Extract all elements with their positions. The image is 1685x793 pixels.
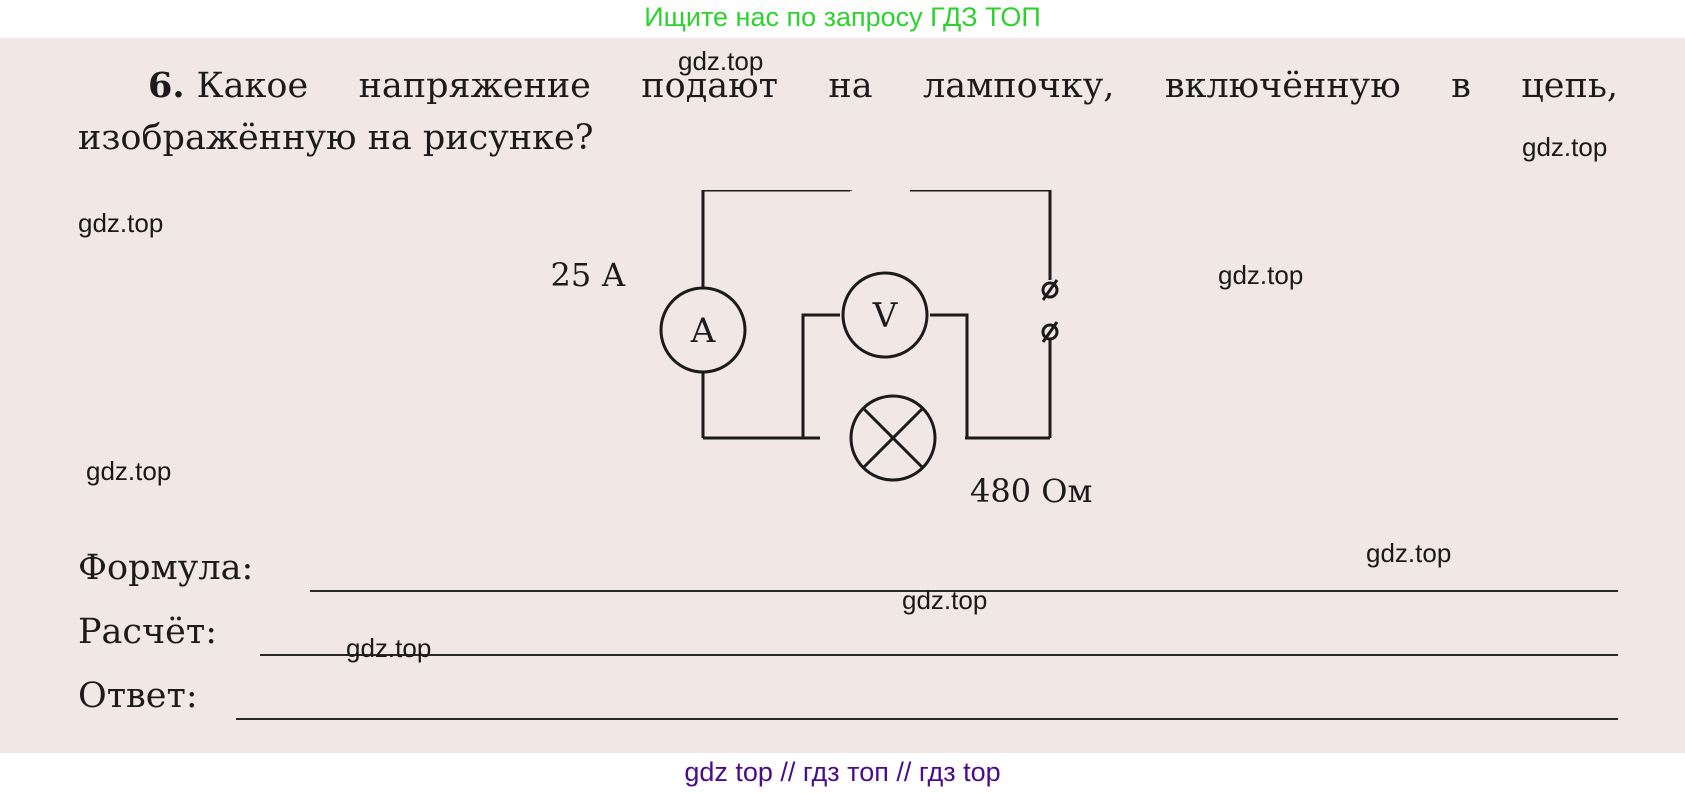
answer-input-line[interactable]	[236, 718, 1618, 720]
resistance-label: 480 Ом	[970, 472, 1092, 510]
formula-row: Формула:	[78, 548, 1618, 598]
watermark: gdz.top	[902, 585, 988, 615]
current-label: 0,25 А	[550, 256, 626, 294]
top-banner: Ищите нас по запросу ГДЗ ТОП	[0, 0, 1685, 38]
ammeter	[659, 286, 747, 374]
watermark: gdz.top	[86, 456, 172, 486]
top-banner-text: Ищите нас по запросу ГДЗ ТОП	[644, 2, 1041, 32]
calculation-row: Расчёт:	[78, 612, 1618, 662]
watermark: gdz.top	[1366, 538, 1452, 568]
voltmeter-symbol: V	[872, 296, 899, 336]
answer-label: Ответ:	[78, 676, 198, 716]
watermark: gdz.top	[1218, 260, 1304, 290]
formula-label: Формула:	[78, 548, 254, 588]
watermark: gdz.top	[678, 46, 764, 76]
question-text-block: 6.Какое напряжение подают на лампочку, в…	[78, 60, 1618, 164]
watermark: gdz.top	[1522, 132, 1608, 162]
voltmeter	[841, 271, 929, 359]
bottom-banner: gdz top // гдз топ // гдз top	[0, 753, 1685, 793]
answer-row: Ответ:	[78, 676, 1618, 726]
question-number: 6.	[148, 65, 185, 106]
question-body: Какое напряжение подают на лампочку, вкл…	[78, 66, 1618, 158]
wire-branch-left	[801, 313, 840, 438]
wire-branch-right	[930, 313, 969, 438]
calculation-label: Расчёт:	[78, 612, 218, 652]
formula-input-line[interactable]	[310, 590, 1618, 592]
circuit-diagram: A V 0,25 А 480 Ом	[550, 190, 1092, 510]
textbook-page	[0, 38, 1685, 753]
calculation-input-line[interactable]	[260, 654, 1618, 656]
power-terminals	[1041, 279, 1059, 343]
bottom-banner-text: gdz top // гдз топ // гдз top	[684, 757, 1001, 787]
ammeter-symbol: A	[690, 311, 716, 351]
watermark: gdz.top	[78, 208, 164, 238]
lamp-icon	[849, 394, 937, 482]
watermark: gdz.top	[346, 633, 432, 663]
